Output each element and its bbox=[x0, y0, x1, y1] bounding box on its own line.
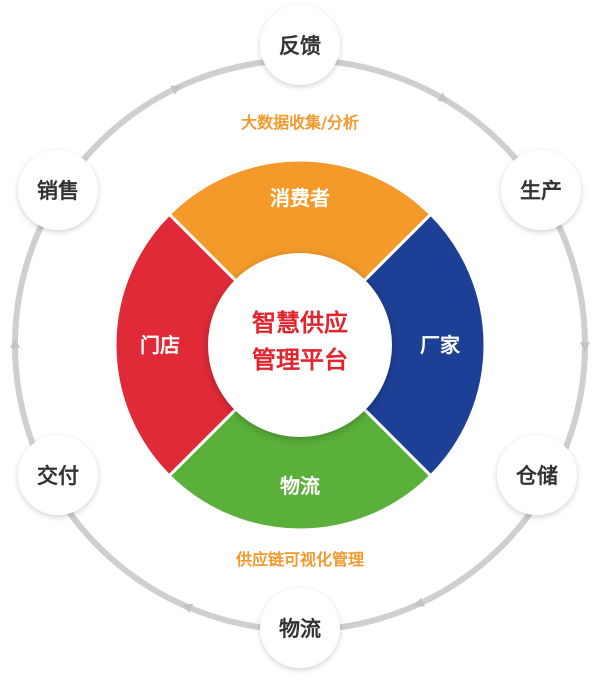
cycle-arrows bbox=[10, 85, 590, 614]
top-caption: 大数据收集/分析 bbox=[241, 113, 359, 132]
cycle-arrow bbox=[10, 338, 20, 348]
cycle-arrow bbox=[580, 342, 590, 352]
node-label-logistics: 物流 bbox=[279, 617, 321, 641]
center-title-line2: 管理平台 bbox=[252, 346, 348, 374]
cycle-arrow bbox=[170, 85, 182, 95]
cycle-arrow bbox=[414, 597, 426, 607]
node-logistics: 物流 bbox=[260, 588, 340, 668]
node-sales: 销售 bbox=[18, 150, 98, 230]
node-label-sales: 销售 bbox=[37, 179, 79, 203]
node-label-feedback: 反馈 bbox=[279, 34, 321, 58]
node-label-warehouse: 仓储 bbox=[515, 464, 558, 488]
bottom-caption: 供应链可视化管理 bbox=[235, 550, 364, 569]
node-label-production: 生产 bbox=[520, 179, 562, 203]
segment-label-consumer: 消费者 bbox=[270, 186, 330, 210]
segment-label-logistics: 物流 bbox=[280, 474, 320, 498]
segment-label-factory: 厂家 bbox=[420, 333, 461, 357]
node-production: 生产 bbox=[501, 150, 581, 230]
center-circle bbox=[208, 253, 392, 437]
segment-label-store: 门店 bbox=[140, 333, 180, 357]
cycle-arrow bbox=[182, 603, 194, 614]
node-label-delivery: 交付 bbox=[37, 464, 79, 488]
node-delivery: 交付 bbox=[18, 435, 98, 515]
center-title-line1: 智慧供应 bbox=[252, 309, 348, 337]
node-feedback: 反馈 bbox=[260, 5, 340, 85]
cycle-arrow bbox=[437, 92, 449, 102]
node-warehouse: 仓储 bbox=[497, 435, 577, 515]
